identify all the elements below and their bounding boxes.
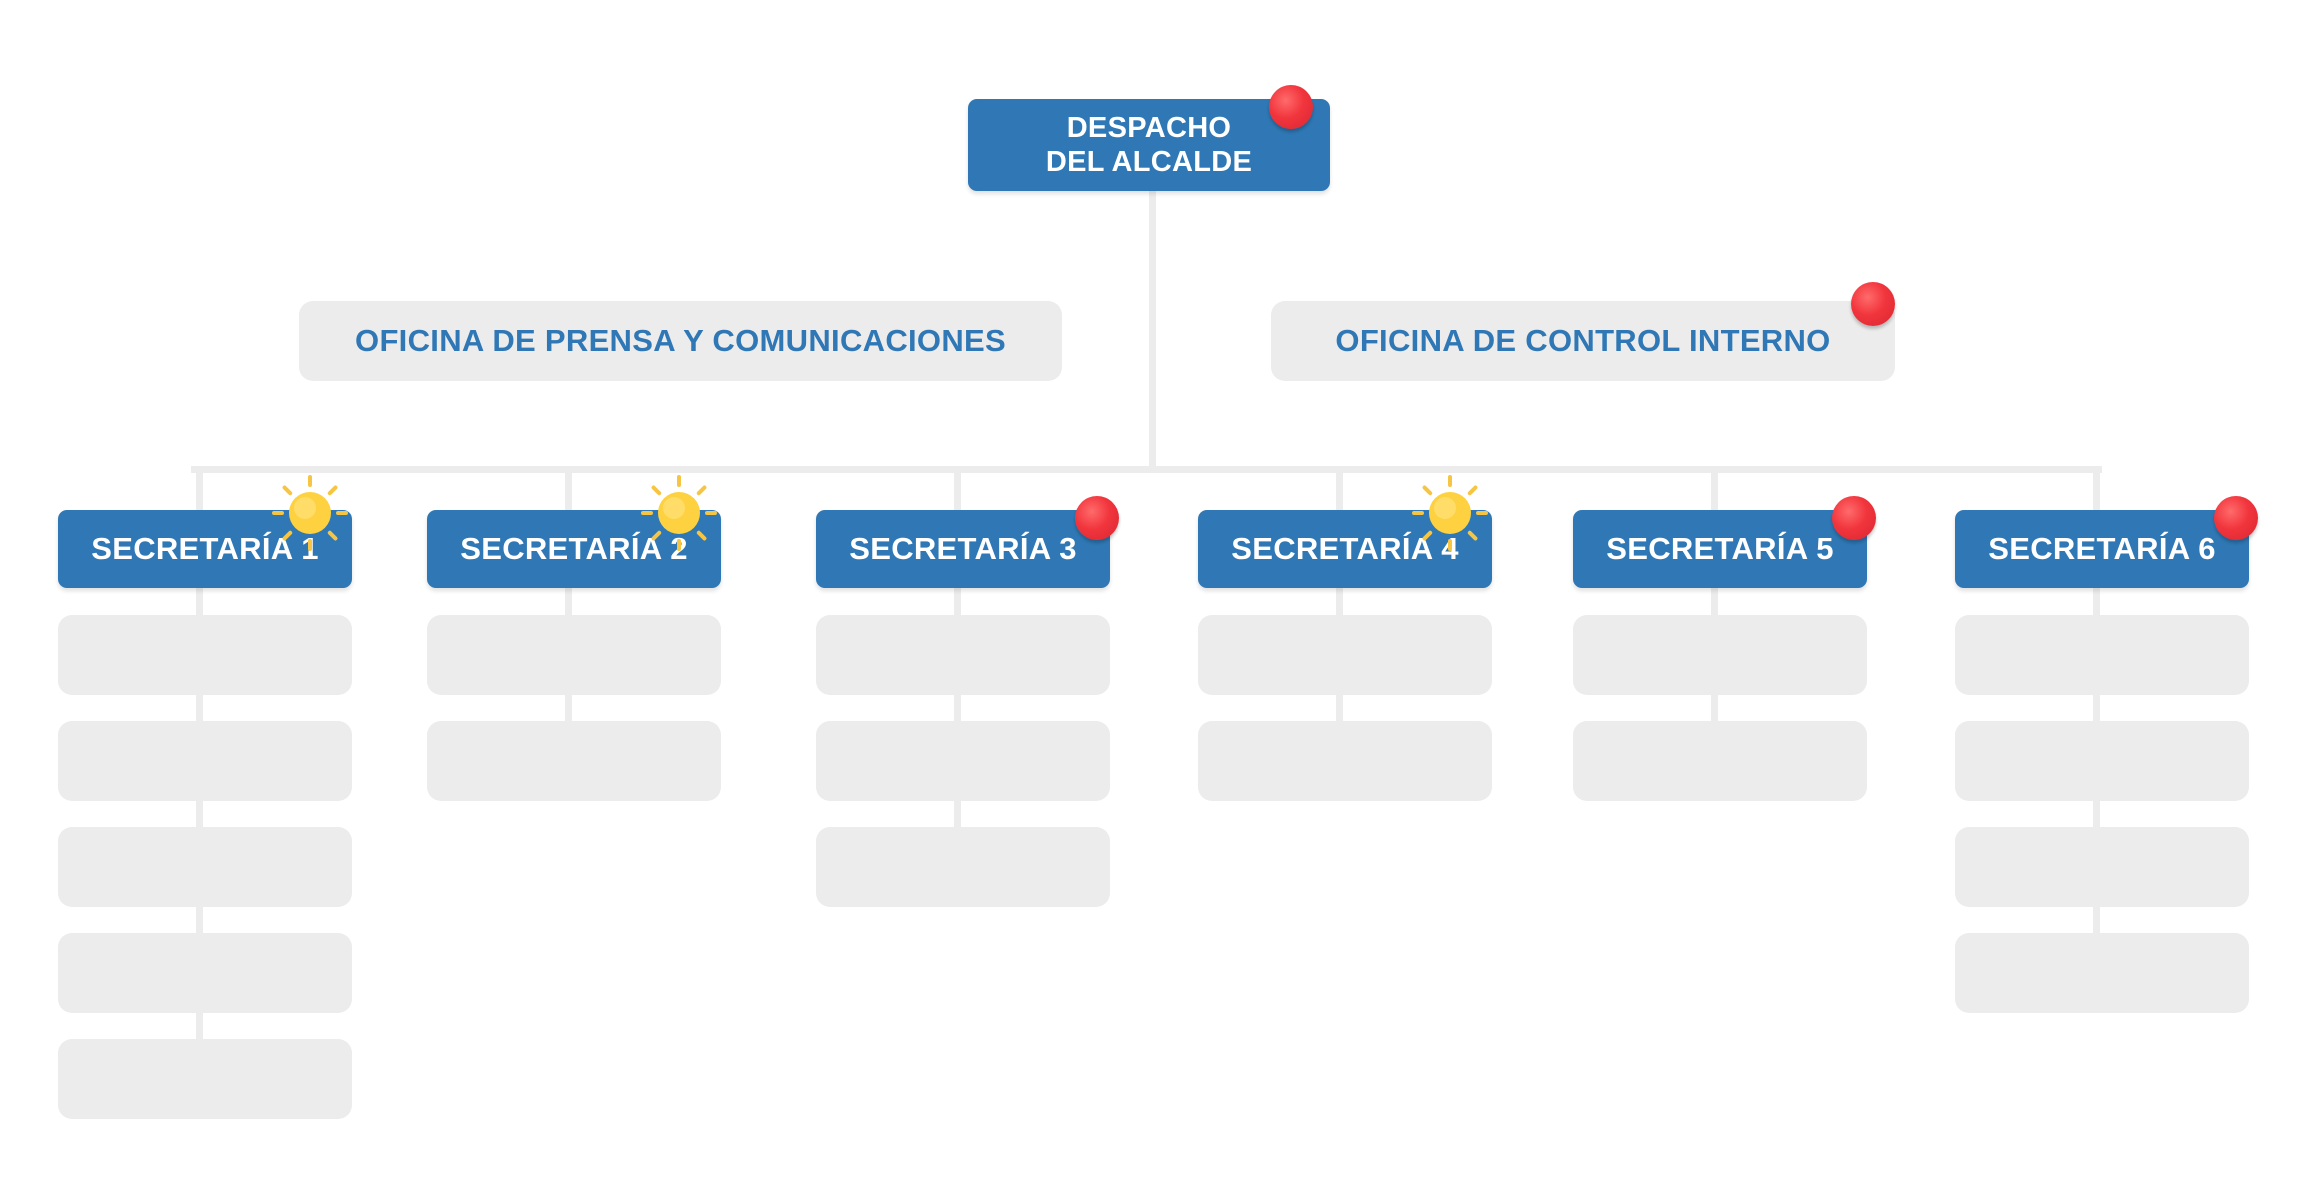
- red-pin-icon: [2214, 496, 2258, 540]
- oficina-prensa-box: OFICINA DE PRENSA Y COMUNICACIONES: [299, 301, 1062, 381]
- subunit-box: [1573, 721, 1867, 801]
- top-box-line-1: DESPACHO: [1066, 112, 1232, 144]
- subunit-box: [58, 827, 352, 907]
- secretaria-label: SECRETARÍA 4: [1231, 531, 1459, 566]
- secretaria-6-box: SECRETARÍA 6: [1955, 510, 2249, 588]
- subunit-box: [58, 721, 352, 801]
- oficina-control-label: OFICINA DE CONTROL INTERNO: [1335, 323, 1831, 358]
- secretaria-3-box: SECRETARÍA 3: [816, 510, 1110, 588]
- subunit-box: [58, 933, 352, 1013]
- subunit-box: [427, 615, 721, 695]
- secretaria-label: SECRETARÍA 2: [460, 531, 688, 566]
- oficina-prensa-label: OFICINA DE PRENSA Y COMUNICACIONES: [355, 323, 1006, 358]
- subunit-box: [816, 721, 1110, 801]
- subunit-box: [816, 615, 1110, 695]
- subunit-box: [58, 615, 352, 695]
- secretaria-label: SECRETARÍA 3: [849, 531, 1077, 566]
- subunit-box: [1955, 933, 2249, 1013]
- red-pin-icon: [1269, 85, 1313, 129]
- subunit-box: [1955, 721, 2249, 801]
- subunit-box: [1955, 615, 2249, 695]
- connector-horizontal-bus: [191, 466, 2102, 473]
- red-pin-icon: [1075, 496, 1119, 540]
- secretaria-2-box: SECRETARÍA 2: [427, 510, 721, 588]
- subunit-box: [1198, 615, 1492, 695]
- secretaria-label: SECRETARÍA 5: [1606, 531, 1834, 566]
- secretaria-label: SECRETARÍA 6: [1988, 531, 2216, 566]
- subunit-box: [1955, 827, 2249, 907]
- oficina-control-box: OFICINA DE CONTROL INTERNO: [1271, 301, 1895, 381]
- secretaria-label: SECRETARÍA 1: [91, 531, 319, 566]
- subunit-box: [1198, 721, 1492, 801]
- subunit-box: [1573, 615, 1867, 695]
- top-box-line-2: DEL ALCALDE: [1045, 146, 1253, 178]
- secretaria-5-box: SECRETARÍA 5: [1573, 510, 1867, 588]
- connector-main-vertical: [1149, 190, 1156, 473]
- subunit-box: [427, 721, 721, 801]
- sun-icon: [641, 475, 717, 551]
- red-pin-icon: [1832, 496, 1876, 540]
- sun-icon: [1412, 475, 1488, 551]
- subunit-box: [58, 1039, 352, 1119]
- sun-icon: [272, 475, 348, 551]
- subunit-box: [816, 827, 1110, 907]
- red-pin-icon: [1851, 282, 1895, 326]
